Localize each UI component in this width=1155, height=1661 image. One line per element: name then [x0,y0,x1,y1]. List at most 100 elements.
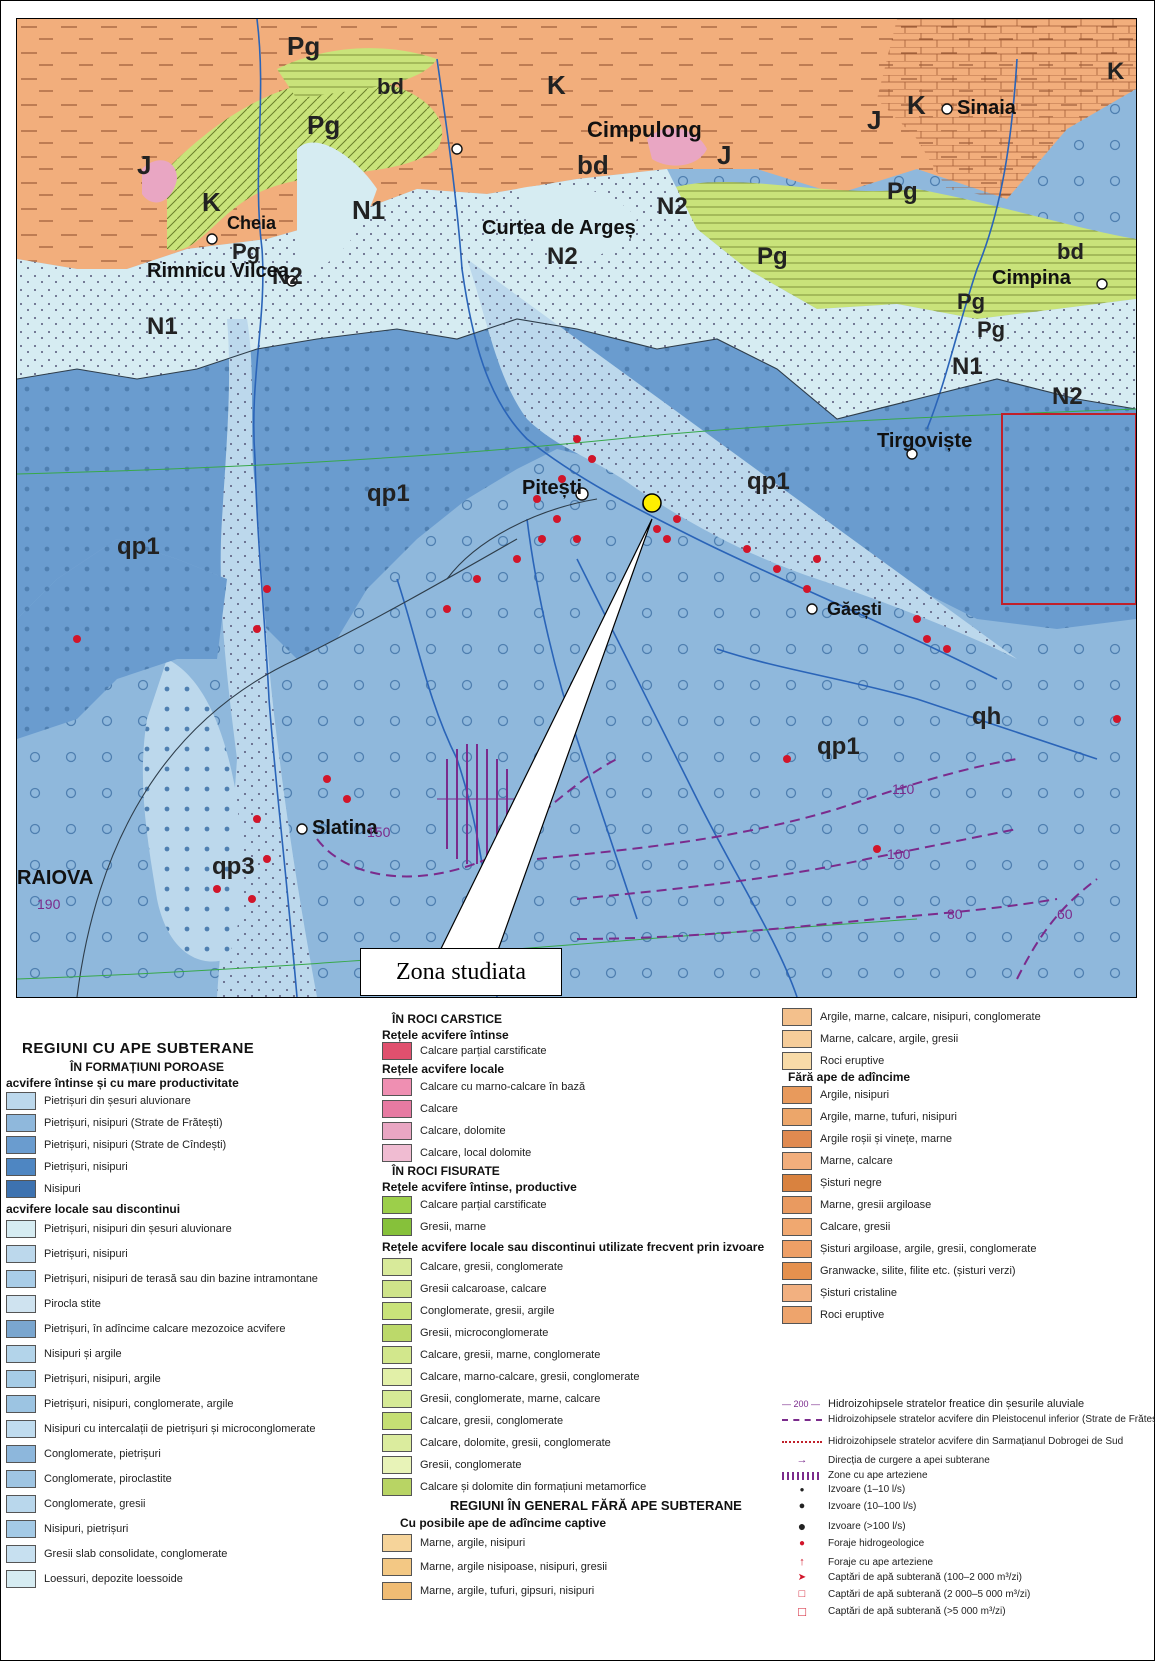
city-label: Cimpulong [587,117,702,142]
symbol-row: Hidroizohipsele stratelor acvifere din P… [782,1414,1155,1425]
legend-item-label: Pietrișuri, nisipuri [44,1161,128,1173]
map-legend: REGIUNI CU APE SUBTERANE ÎN FORMAȚIUNI P… [0,1000,1155,1658]
geo-label: Pg [307,110,340,140]
legend-swatch [6,1545,36,1563]
legend-item-label: Calcare [420,1103,458,1115]
legend-title: REGIUNI CU APE SUBTERANE [22,1040,255,1057]
map-canvas[interactable]: Pg bd Pg K J K Pg N1 N2 Pg K J K J bd N2… [17,19,1136,997]
legend-swatch [6,1220,36,1238]
city-label: Cimpina [992,267,1072,289]
legend-item: Roci eruptive [782,1052,884,1070]
legend-swatch [782,1306,812,1324]
geo-label: J [717,140,731,170]
legend-item: Argile roșii și vinețe, marne [782,1130,952,1148]
legend-item: Argile, marne, tufuri, nisipuri [782,1108,957,1126]
boundary-1 [17,318,1136,420]
geo-label: J [867,105,881,135]
legend-item: Calcare, gresii [782,1218,890,1236]
legend-item: Calcare, dolomite, gresii, conglomerate [382,1434,611,1452]
legend-swatch [6,1092,36,1110]
legend-swatch [382,1218,412,1236]
legend-item-label: Pietrișuri, în adîncime calcare mezozoic… [44,1323,286,1335]
geo-label: Pg [757,243,788,270]
legend-item-label: Marne, argile, tufuri, gipsuri, nisipuri [420,1585,595,1597]
symbol-label: Direcția de curgere a apei subterane [828,1454,990,1466]
isoline-label: 80 [947,906,963,922]
legend-swatch [6,1295,36,1313]
geological-map[interactable]: Pg bd Pg K J K Pg N1 N2 Pg K J K J bd N2… [16,18,1137,998]
city-label: Curtea de Argeș [482,217,636,239]
symbol-label: Hidroizohipsele stratelor freatice din ș… [828,1398,1085,1410]
legend-item-label: Conglomerate, pietrișuri [44,1448,161,1460]
legend-swatch [6,1370,36,1388]
capture-large-icon: □ [798,1604,806,1619]
legend-item: Roci eruptive [782,1306,884,1324]
legend-item: Marne, calcare [782,1152,893,1170]
geo-label: Pg [957,289,985,314]
legend-swatch [382,1324,412,1342]
legend-item-label: Gresii, marne [420,1221,487,1233]
river-calmatui [526,518,638,920]
legend-item-label: Pietrișuri, nisipuri de terasă sau din b… [44,1273,318,1285]
geo-label: N1 [352,195,385,225]
symbol-row: ●Izvoare (1–10 l/s) [782,1484,906,1495]
legend-item: Nisipuri și argile [6,1345,122,1363]
symbol-label: Izvoare (>100 l/s) [828,1520,906,1532]
symbol-row: □Captări de apă subterană (>5 000 m³/zi) [782,1604,1006,1619]
legend-item-label: Nisipuri și argile [44,1348,122,1360]
study-area-marker[interactable] [642,493,662,513]
city-label: Găești [827,599,882,619]
legend-swatch [382,1042,412,1060]
legend-swatch [382,1434,412,1452]
capture-medium-icon: □ [798,1588,806,1600]
legend-swatch [382,1368,412,1386]
green-line [17,408,1136,475]
boreholes [73,435,1121,903]
legend-item: Calcare, gresii, conglomerate [382,1258,563,1276]
legend-item-label: Argile, marne, tufuri, nisipuri [820,1111,957,1123]
legend-item-label: Conglomerate, piroclastite [44,1473,172,1485]
zone-cyan-wedge-east [517,185,637,259]
legend-swatch [382,1582,412,1600]
symbol-label: Foraje cu ape arteziene [828,1556,934,1568]
river-olt [252,19,298,997]
zone-paleogene-hline-east [667,181,1136,319]
spring-medium-icon: ● [798,1500,806,1512]
legend-item-label: Conglomerate, gresii [44,1498,146,1510]
river-arges [436,58,998,680]
legend-group: Fără ape de adîncime [788,1070,911,1084]
symbol-row: ●Izvoare (>100 l/s) [782,1518,906,1534]
isoline-label: 150 [367,824,391,840]
zone-jurassic-pink-2 [647,128,707,166]
geo-label: qh [972,703,1001,730]
legend-item-label: Gresii, microconglomerate [420,1327,549,1339]
legend-item: Pietrișuri, nisipuri [6,1245,128,1263]
legend-group: Rețele acvifere locale sau discontinui u… [382,1240,765,1254]
symbol-label: Captări de apă subterană (2 000–5 000 m³… [828,1588,1031,1600]
geo-label: qp3 [212,853,255,880]
legend-item-label: Argile, nisipuri [820,1089,890,1101]
geo-label: bd [577,150,609,180]
legend-swatch [6,1136,36,1154]
geo-label: N2 [657,193,688,220]
legend-group: Rețele acvifere întinse, productive [382,1180,577,1194]
geo-label: N2 [1052,383,1083,410]
legend-swatch [6,1520,36,1538]
isoline-110 [536,758,1018,860]
symbol-label: Izvoare (10–100 l/s) [828,1500,917,1512]
legend-item: Calcare [382,1100,458,1118]
legend-swatch [782,1262,812,1280]
river-neajlov [716,648,1098,760]
zone-cyan-wedge-west [297,142,377,271]
legend-item: Pietrișuri, în adîncime calcare mezozoic… [6,1320,285,1338]
boundaries [17,318,1136,997]
legend-item: Gresii calcaroase, calcare [382,1280,547,1298]
city-label: Rimnicu Vilcea [147,260,290,282]
legend-heading: ÎN ROCI FISURATE [392,1164,500,1178]
legend-swatch [782,1240,812,1258]
legend-swatch [782,1130,812,1148]
legend-item: Marne, argile, tufuri, gipsuri, nisipuri [382,1582,594,1600]
legend-item-label: Calcare, dolomite [420,1125,506,1137]
legend-item-label: Marne, calcare [820,1155,893,1167]
symbol-isoline-icon: — 200 — [782,1399,821,1409]
